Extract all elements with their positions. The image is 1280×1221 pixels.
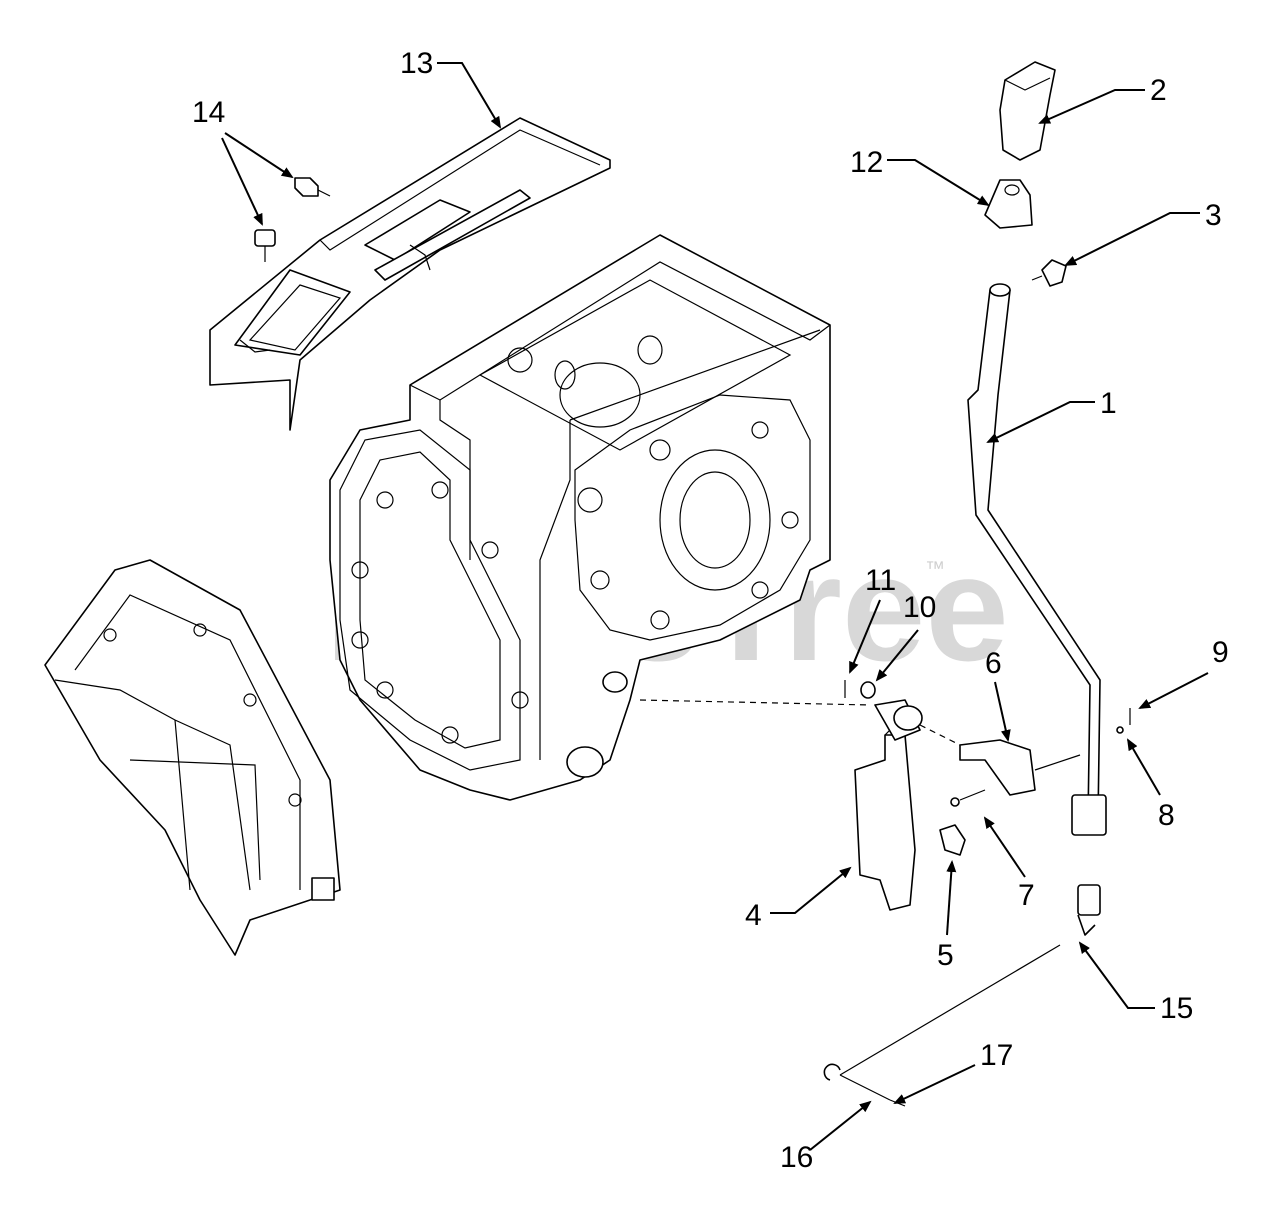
svg-text:7: 7 [1018, 879, 1035, 912]
svg-text:4: 4 [745, 899, 762, 932]
bolt-part-5[interactable] [939, 824, 966, 856]
watermark-tm: ™ [925, 558, 945, 580]
shift-knob-part[interactable] [999, 61, 1056, 161]
shift-lever-part[interactable] [967, 283, 1107, 936]
callout-2[interactable]: 2 [1038, 74, 1167, 124]
callout-16[interactable]: 16 [780, 1100, 872, 1174]
lever-bracket-part[interactable] [639, 699, 961, 911]
callout-1[interactable]: 1 [986, 387, 1117, 443]
callout-8[interactable]: 8 [1126, 738, 1175, 832]
callout-5[interactable]: 5 [937, 860, 957, 972]
svg-text:9: 9 [1212, 636, 1229, 669]
transmission-housing [329, 234, 831, 801]
callout-9[interactable]: 9 [1138, 636, 1229, 709]
svg-text:6: 6 [985, 647, 1002, 680]
svg-text:11: 11 [865, 564, 896, 597]
screw-part-7[interactable] [950, 789, 986, 807]
svg-text:1: 1 [1100, 387, 1117, 420]
callout-6[interactable]: 6 [985, 647, 1011, 742]
callouts: 1 2 3 4 5 6 7 8 [192, 47, 1229, 1174]
shift-boot-part[interactable] [984, 179, 1033, 229]
svg-text:14: 14 [192, 96, 225, 129]
svg-text:16: 16 [780, 1141, 813, 1174]
svg-text:3: 3 [1205, 199, 1222, 232]
svg-text:13: 13 [400, 47, 433, 80]
svg-text:17: 17 [980, 1039, 1013, 1072]
svg-text:15: 15 [1160, 992, 1193, 1025]
svg-text:12: 12 [850, 146, 883, 179]
callout-11[interactable]: 11 [849, 564, 896, 674]
cover-plate-part[interactable] [209, 117, 611, 431]
svg-text:8: 8 [1158, 799, 1175, 832]
svg-text:10: 10 [903, 591, 936, 624]
callout-7[interactable]: 7 [983, 816, 1035, 912]
screw-part-3[interactable] [1031, 259, 1067, 287]
callout-17[interactable]: 17 [893, 1039, 1013, 1104]
svg-text:2: 2 [1150, 74, 1167, 107]
pin-part-6[interactable] [959, 739, 1081, 796]
callout-15[interactable]: 15 [1078, 941, 1193, 1025]
bolt-parts[interactable] [254, 177, 331, 262]
washer-parts[interactable] [844, 680, 1131, 734]
callout-13[interactable]: 13 [400, 47, 502, 129]
callout-3[interactable]: 3 [1064, 199, 1222, 266]
callout-14[interactable]: 14 [192, 96, 294, 226]
callout-4[interactable]: 4 [745, 866, 852, 932]
callout-12[interactable]: 12 [850, 146, 990, 207]
rear-housing [44, 559, 341, 956]
svg-text:5: 5 [937, 939, 954, 972]
callout-10[interactable]: 10 [875, 591, 936, 682]
rod-part[interactable] [823, 944, 1061, 1107]
